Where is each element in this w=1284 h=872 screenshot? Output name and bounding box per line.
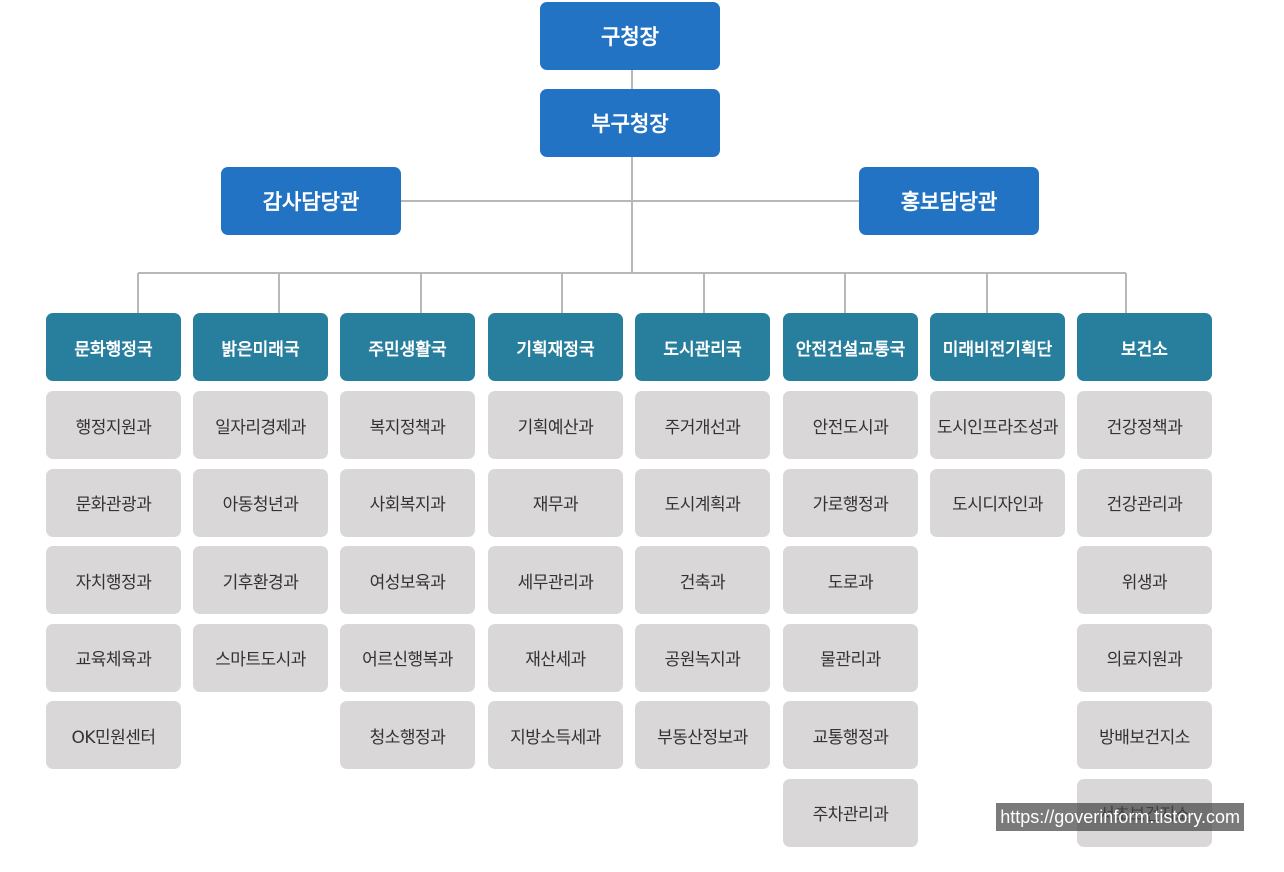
unit-box: 스마트도시과	[193, 623, 328, 692]
unit-box: 기획예산과	[488, 391, 623, 459]
unit-box: 부동산정보과	[635, 701, 770, 769]
unit-box: 복지정책과	[340, 391, 475, 459]
unit-box: 일자리경제과	[193, 391, 328, 459]
unit-box: 어르신행복과	[340, 623, 475, 692]
unit-box: 사회복지과	[340, 468, 475, 537]
department-column: 밝은미래국 일자리경제과 아동청년과 기후환경과 스마트도시과	[193, 313, 328, 701]
department-box: 미래비전기획단	[930, 313, 1065, 381]
unit-box: 주거개선과	[635, 391, 770, 459]
unit-box: 세무관리과	[488, 546, 623, 614]
department-box: 보건소	[1077, 313, 1212, 381]
deputy-mayor-box: 부구청장	[540, 89, 720, 157]
unit-box: 아동청년과	[193, 468, 328, 537]
unit-box: 주차관리과	[783, 778, 918, 847]
audit-officer-box: 감사담당관	[221, 167, 401, 235]
department-box: 밝은미래국	[193, 313, 328, 381]
department-box: 주민생활국	[340, 313, 475, 381]
pr-officer-box: 홍보담당관	[859, 167, 1039, 235]
department-column: 보건소 건강정책과 건강관리과 위생과 의료지원과 방배보건지소 서초보건지소	[1077, 313, 1212, 856]
unit-box: 건축과	[635, 546, 770, 614]
unit-box: 건강관리과	[1077, 468, 1212, 537]
department-column: 주민생활국 복지정책과 사회복지과 여성보육과 어르신행복과 청소행정과	[340, 313, 475, 779]
unit-box: OK민원센터	[46, 701, 181, 769]
unit-box: 교육체육과	[46, 623, 181, 692]
department-column: 미래비전기획단 도시인프라조성과 도시디자인과	[930, 313, 1065, 546]
department-column: 문화행정국 행정지원과 문화관광과 자치행정과 교육체육과 OK민원센터	[46, 313, 181, 779]
unit-box: 도로과	[783, 546, 918, 614]
unit-box: 안전도시과	[783, 391, 918, 459]
unit-box: 도시디자인과	[930, 468, 1065, 537]
department-column: 안전건설교통국 안전도시과 가로행정과 도로과 물관리과 교통행정과 주차관리과	[783, 313, 918, 856]
unit-box: 방배보건지소	[1077, 701, 1212, 769]
department-column: 도시관리국 주거개선과 도시계획과 건축과 공원녹지과 부동산정보과	[635, 313, 770, 779]
unit-box: 재산세과	[488, 623, 623, 692]
unit-box: 의료지원과	[1077, 623, 1212, 692]
unit-box: 물관리과	[783, 623, 918, 692]
department-column: 기획재정국 기획예산과 재무과 세무관리과 재산세과 지방소득세과	[488, 313, 623, 779]
unit-box: 행정지원과	[46, 391, 181, 459]
mayor-box: 구청장	[540, 2, 720, 70]
unit-box: 가로행정과	[783, 468, 918, 537]
unit-box: 지방소득세과	[488, 701, 623, 769]
unit-box: 재무과	[488, 468, 623, 537]
source-watermark: https://goverinform.tistory.com	[996, 803, 1244, 831]
unit-box: 건강정책과	[1077, 391, 1212, 459]
department-box: 기획재정국	[488, 313, 623, 381]
unit-box: 교통행정과	[783, 701, 918, 769]
department-box: 도시관리국	[635, 313, 770, 381]
unit-box: 위생과	[1077, 546, 1212, 614]
department-box: 문화행정국	[46, 313, 181, 381]
unit-box: 도시인프라조성과	[930, 391, 1065, 459]
unit-box: 문화관광과	[46, 468, 181, 537]
department-box: 안전건설교통국	[783, 313, 918, 381]
unit-box: 공원녹지과	[635, 623, 770, 692]
unit-box: 청소행정과	[340, 701, 475, 769]
unit-box: 도시계획과	[635, 468, 770, 537]
unit-box: 기후환경과	[193, 546, 328, 614]
unit-box: 여성보육과	[340, 546, 475, 614]
unit-box: 자치행정과	[46, 546, 181, 614]
